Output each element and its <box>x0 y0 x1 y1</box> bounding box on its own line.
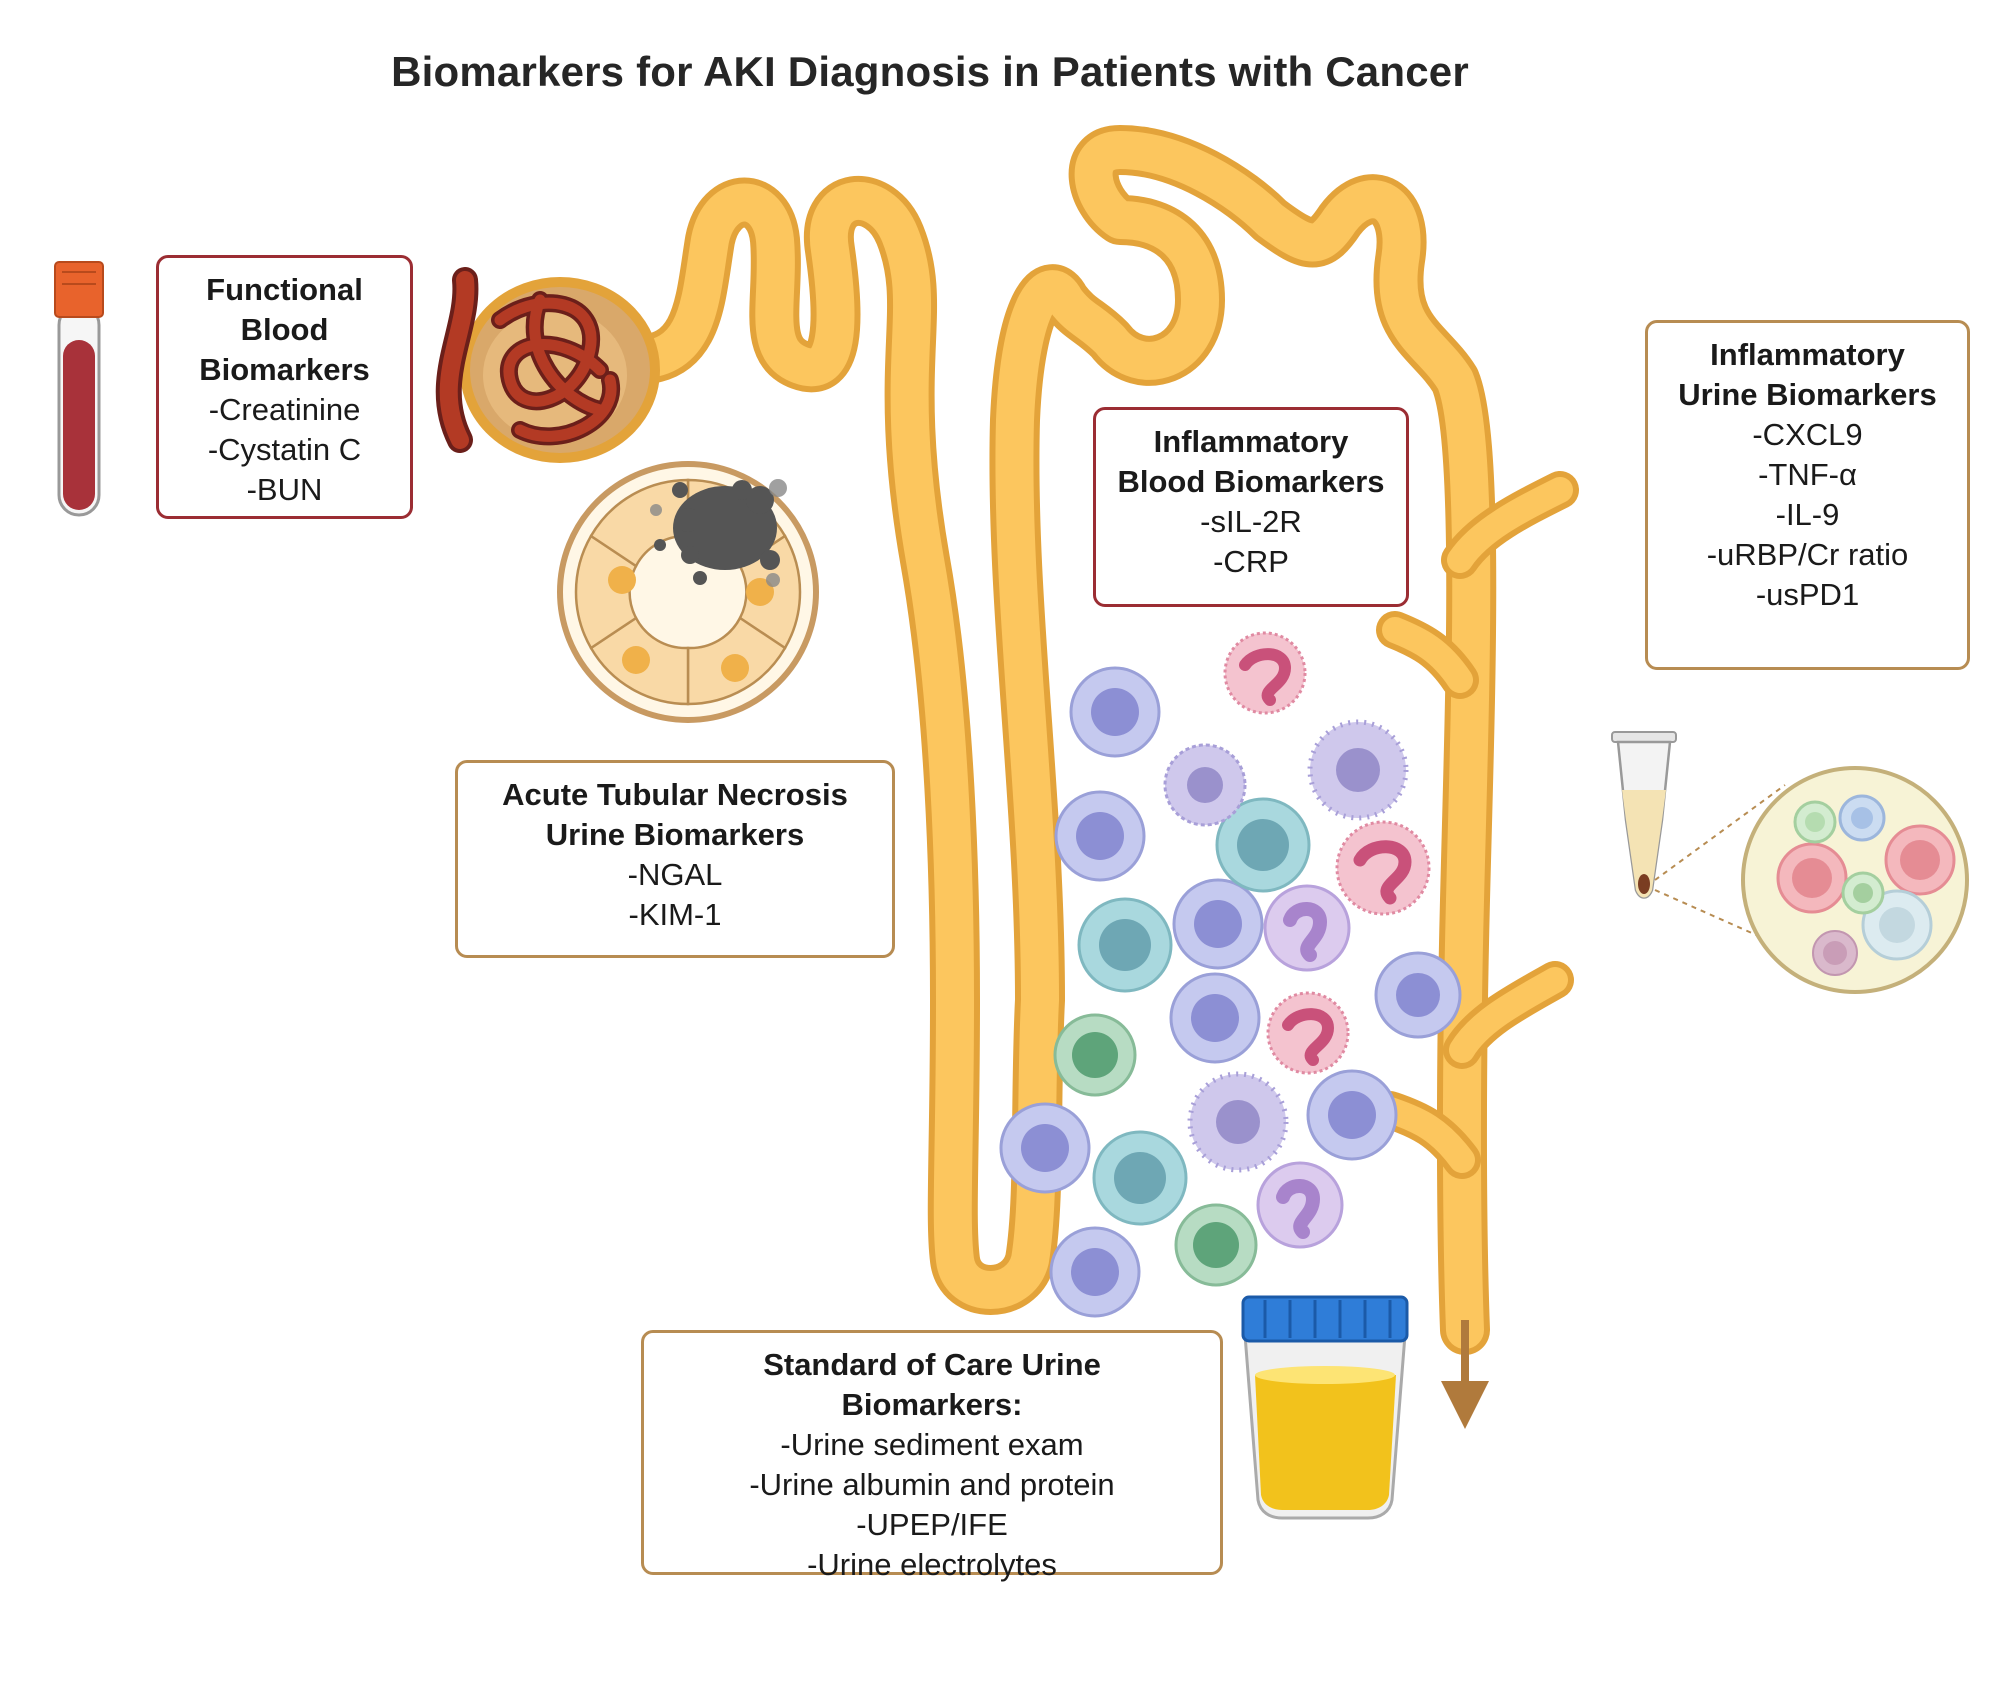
box-heading-line: Functional <box>206 272 363 307</box>
box-heading-line: Urine Biomarkers <box>545 817 805 852</box>
page-title: Biomarkers for AKI Diagnosis in Patients… <box>391 48 1469 95</box>
functional-blood-biomarkers-box: Functional Blood Biomarkers -Creatinine … <box>156 255 413 519</box>
urine-cup-icon <box>1241 1295 1409 1520</box>
biomarker-item: -Urine electrolytes <box>807 1547 1057 1582</box>
box-heading-line: Biomarkers <box>199 352 370 387</box>
biomarker-item: -TNF-α <box>1758 457 1857 492</box>
biomarker-item: -Creatinine <box>208 392 361 427</box>
box-heading-line: Blood <box>240 312 329 347</box>
glomerulus-icon <box>435 267 660 463</box>
biomarker-item: -usPD1 <box>1755 577 1860 612</box>
blood-tube-icon <box>54 261 104 517</box>
box-heading-line: Standard of Care Urine <box>763 1347 1101 1382</box>
box-heading-line: Inflammatory <box>1710 337 1905 372</box>
biomarker-item: -Urine albumin and protein <box>749 1467 1115 1502</box>
immune-cell-cluster <box>999 631 1462 1318</box>
biomarker-item: -CRP <box>1213 544 1289 579</box>
biomarker-item: -NGAL <box>627 857 723 892</box>
biomarker-item: -UPEP/IFE <box>856 1507 1008 1542</box>
box-heading-line: Inflammatory <box>1153 424 1349 459</box>
biomarker-item: -Urine sediment exam <box>780 1427 1084 1462</box>
biomarker-item: -KIM-1 <box>628 897 722 932</box>
nephron-tubule <box>610 125 1579 1355</box>
box-heading-line: Urine Biomarkers <box>1678 377 1937 412</box>
necrotic-tubule-cell-icon <box>557 461 819 723</box>
microcentrifuge-tube-icon <box>1611 731 1677 899</box>
biomarker-item: -CXCL9 <box>1752 417 1863 452</box>
biomarker-item: -uRBP/Cr ratio <box>1706 537 1909 572</box>
urine-sediment-magnifier-icon <box>1741 766 1969 994</box>
box-heading-line: Blood Biomarkers <box>1117 464 1385 499</box>
biomarker-item: -IL-9 <box>1775 497 1840 532</box>
biomarker-item: -BUN <box>246 472 323 507</box>
biomarker-item: -sIL-2R <box>1200 504 1302 539</box>
immune-cell-icon <box>999 666 1462 1318</box>
inflammatory-urine-biomarkers-box: Inflammatory Urine Biomarkers -CXCL9 -TN… <box>1645 320 1970 670</box>
standard-of-care-urine-biomarkers-box: Standard of Care Urine Biomarkers: -Urin… <box>641 1330 1223 1582</box>
atn-urine-biomarkers-box: Acute Tubular Necrosis Urine Biomarkers … <box>455 760 895 958</box>
box-heading-line: Biomarkers: <box>841 1387 1023 1422</box>
inflammatory-blood-biomarkers-box: Inflammatory Blood Biomarkers -sIL-2R -C… <box>1093 407 1409 607</box>
box-heading-line: Acute Tubular Necrosis <box>502 777 848 812</box>
biomarker-item: -Cystatin C <box>207 432 362 467</box>
